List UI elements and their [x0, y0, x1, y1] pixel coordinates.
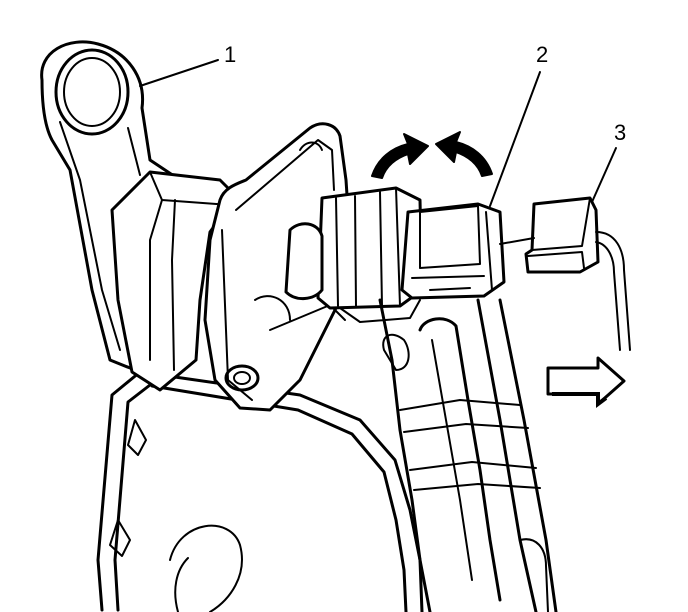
callout-3: 3	[614, 120, 627, 145]
mounting-plate	[203, 122, 352, 412]
leader-lines	[139, 59, 617, 207]
sensor-mount-block	[110, 170, 238, 392]
leader-line-1	[139, 59, 219, 87]
sensor-connector	[284, 186, 424, 323]
connector-clip	[499, 196, 631, 351]
ribbed-channel	[378, 298, 558, 612]
bracket-arm	[40, 40, 182, 374]
leader-line-3	[591, 147, 617, 203]
direction-arrow	[546, 356, 626, 408]
harness-connector	[400, 202, 506, 300]
housing-plate	[96, 370, 424, 612]
callout-1: 1	[224, 42, 237, 67]
callout-2: 2	[536, 42, 549, 67]
rotation-arrow-left	[371, 133, 429, 179]
leader-line-2	[489, 71, 541, 207]
rotation-arrow-right	[435, 131, 493, 177]
